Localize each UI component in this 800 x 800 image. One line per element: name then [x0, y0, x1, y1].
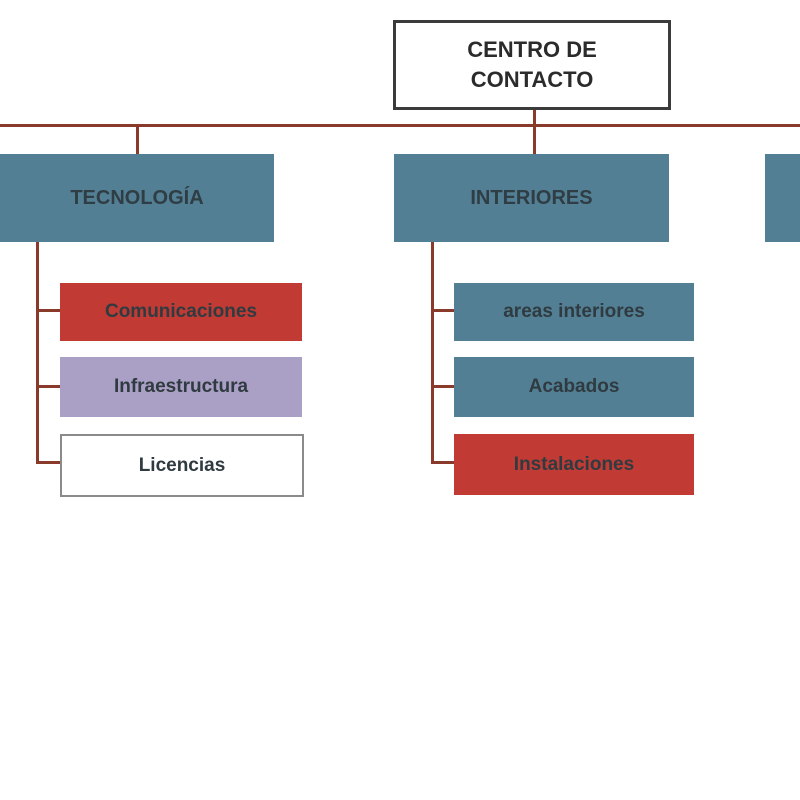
item-instalaciones: Instalaciones [454, 434, 694, 495]
tick-areas-interiores [431, 309, 454, 312]
item-infraestructura: Infraestructura [60, 357, 302, 417]
item-acabados: Acabados [454, 357, 694, 417]
category-interiores: INTERIORES [394, 154, 669, 242]
item-areas-interiores: areas interiores [454, 283, 694, 341]
category-partial-right [765, 154, 800, 242]
root-node: CENTRO DE CONTACTO [393, 20, 671, 110]
root-connector [533, 110, 536, 126]
connector-interiores [533, 124, 536, 154]
tick-acabados [431, 385, 454, 388]
tick-licencias [36, 461, 60, 464]
item-licencias: Licencias [60, 434, 304, 497]
tick-comunicaciones [36, 309, 60, 312]
connector-tecnologia [136, 124, 139, 154]
category-tecnologia: TECNOLOGÍA [0, 154, 274, 242]
item-comunicaciones: Comunicaciones [60, 283, 302, 341]
horizontal-bus [0, 124, 800, 127]
spine-interiores [431, 242, 434, 464]
spine-tecnologia [36, 242, 39, 464]
tick-infraestructura [36, 385, 60, 388]
tick-instalaciones [431, 461, 454, 464]
